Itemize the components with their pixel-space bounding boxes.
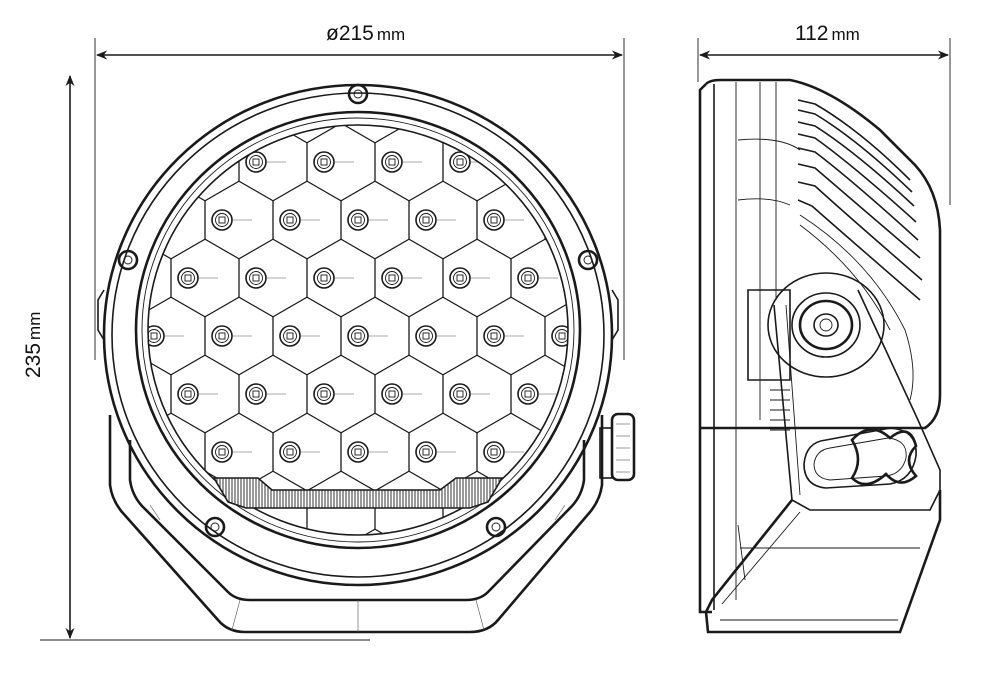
bolt-icon <box>577 249 599 271</box>
led-emitter-icon <box>415 325 456 347</box>
led-emitter-icon <box>279 441 320 463</box>
depth-unit: mm <box>831 25 860 44</box>
bolt-icon <box>204 516 226 538</box>
bolt-icon <box>485 516 507 538</box>
dimension-width <box>94 38 625 360</box>
led-emitter-icon <box>381 383 422 405</box>
led-emitter-icon <box>517 383 558 405</box>
led-emitter-icon <box>449 151 490 173</box>
mounting-bracket <box>108 415 604 634</box>
led-emitter-icon <box>245 151 286 173</box>
led-emitter-icon <box>148 325 184 347</box>
bracket-foot <box>704 490 942 634</box>
led-emitter-icon <box>211 325 252 347</box>
width-unit: mm <box>376 25 406 44</box>
led-emitter-icon <box>415 209 456 231</box>
led-emitter-icon <box>347 209 388 231</box>
drl-strip <box>212 477 504 509</box>
led-emitter-icon <box>313 151 354 173</box>
led-emitter-icon <box>449 267 490 289</box>
side-housing <box>700 78 942 430</box>
led-emitter-icon <box>245 267 286 289</box>
led-emitter-icon <box>313 267 354 289</box>
led-emitter-icon <box>347 441 388 463</box>
side-view <box>698 78 942 634</box>
led-emitter-icon <box>347 325 388 347</box>
bolt-icon <box>347 83 369 105</box>
led-emitter-icon <box>381 267 422 289</box>
led-emitter-icon <box>211 209 252 231</box>
depth-value: 112 <box>795 22 829 45</box>
bezel-outer <box>102 83 614 587</box>
led-emitter-icon <box>177 267 218 289</box>
led-emitter-icon <box>483 325 524 347</box>
bolt-icon <box>117 249 139 271</box>
led-emitter-icon <box>381 151 422 173</box>
cooling-fins <box>797 99 923 401</box>
led-emitter-icon <box>517 267 558 289</box>
led-emitter-icon <box>313 383 354 405</box>
dimension-height <box>40 74 370 641</box>
width-value: ø215 <box>326 22 374 45</box>
led-emitter-icon <box>211 441 252 463</box>
front-view <box>97 83 636 634</box>
bezel-bolts <box>117 83 599 538</box>
adjustment-knob-icon <box>599 412 636 482</box>
led-emitter-icon <box>449 383 490 405</box>
led-emitter-icon <box>279 325 320 347</box>
height-unit: mm <box>25 311 44 340</box>
dimension-depth <box>697 38 951 205</box>
pivot-boss <box>767 272 885 378</box>
height-value: 235 <box>22 342 45 378</box>
led-emitter-icon <box>415 441 456 463</box>
dimension-label-height: 235mm <box>22 312 46 378</box>
bezel-inner <box>134 110 582 550</box>
led-emitter-icon <box>483 209 524 231</box>
led-emitter-icon <box>279 209 320 231</box>
led-emitter-icon <box>177 383 218 405</box>
led-emitter-icon <box>551 325 568 347</box>
led-emitter-icon <box>245 383 286 405</box>
x-lock-knob-icon <box>850 428 918 486</box>
led-emitter-icon <box>483 441 524 463</box>
